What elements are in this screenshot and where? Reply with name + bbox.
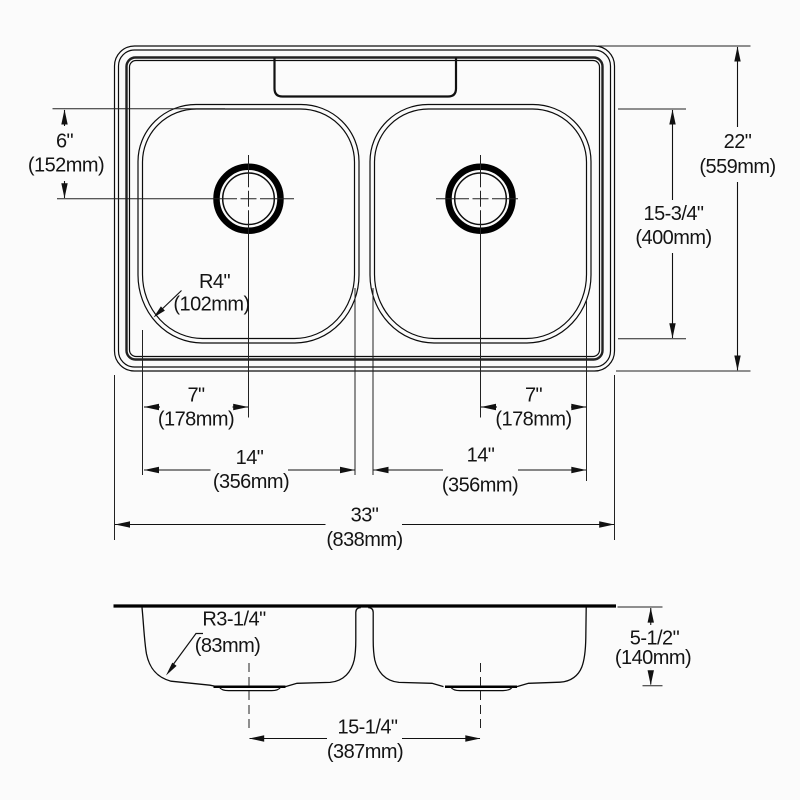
svg-text:R3-1/4": R3-1/4" [202,609,266,631]
svg-text:15-1/4": 15-1/4" [338,717,398,739]
svg-text:7": 7" [525,385,543,407]
svg-text:(152mm): (152mm) [28,155,104,177]
svg-text:(356mm): (356mm) [213,471,289,493]
svg-text:15-3/4": 15-3/4" [644,203,704,225]
svg-text:(140mm): (140mm) [615,647,691,669]
svg-text:6": 6" [56,131,74,153]
svg-text:(83mm): (83mm) [195,635,261,657]
svg-text:(387mm): (387mm) [327,741,403,763]
svg-text:R4": R4" [199,271,230,293]
svg-text:(178mm): (178mm) [158,409,234,431]
svg-text:(102mm): (102mm) [173,294,249,316]
svg-text:5-1/2": 5-1/2" [630,628,680,650]
svg-text:22": 22" [724,131,752,153]
svg-text:(838mm): (838mm) [326,529,402,551]
svg-text:14": 14" [467,445,495,467]
svg-text:33": 33" [351,505,379,527]
svg-text:7": 7" [187,385,205,407]
svg-text:(356mm): (356mm) [442,475,518,497]
svg-text:(178mm): (178mm) [495,409,571,431]
svg-text:(400mm): (400mm) [635,227,711,249]
svg-text:14": 14" [236,447,264,469]
svg-text:(559mm): (559mm) [699,156,775,178]
